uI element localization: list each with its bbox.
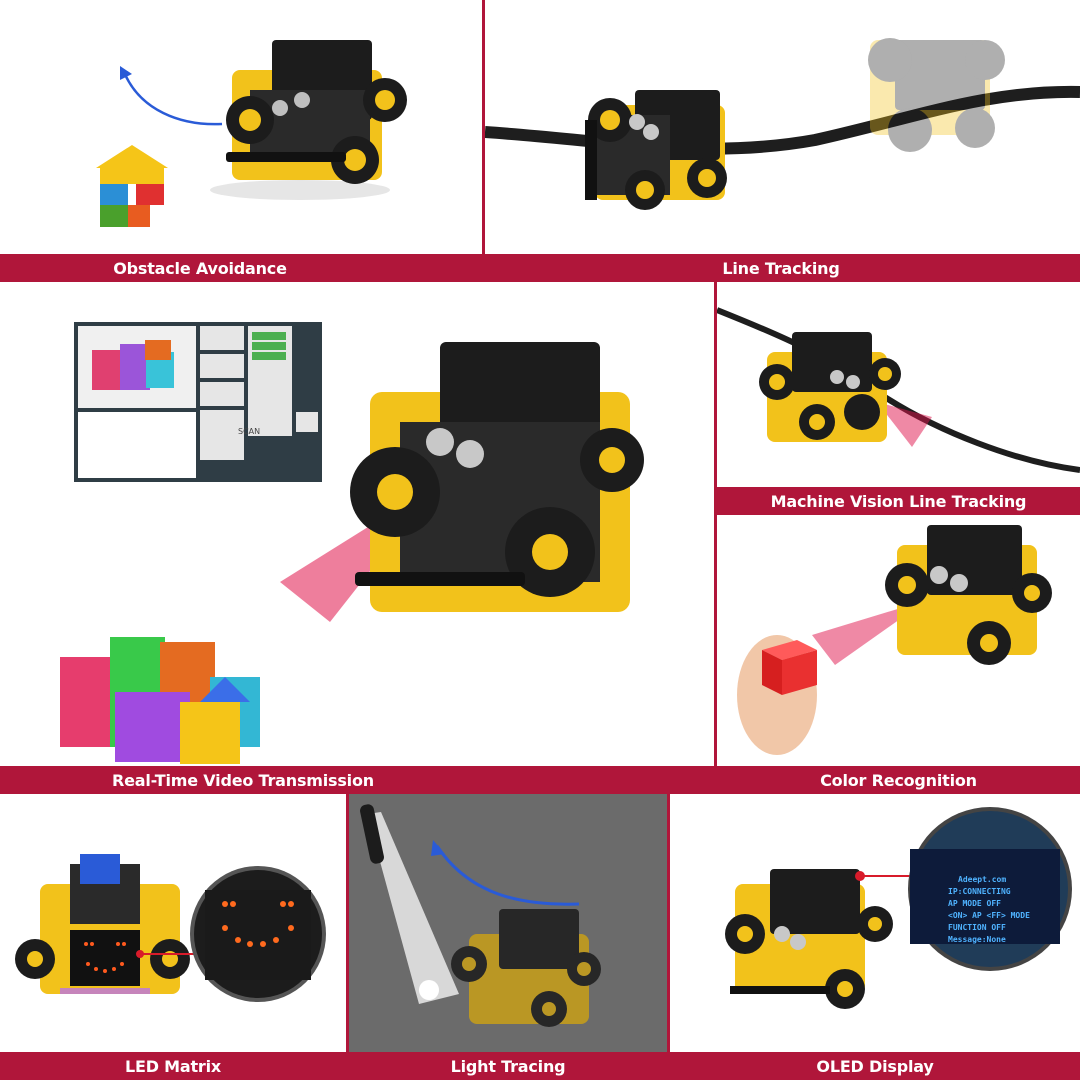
oled-line-4: <ON> AP <FF> MODE — [948, 911, 1030, 920]
label-machine-vision: Machine Vision Line Tracking — [717, 487, 1080, 515]
oled-line-5: FUNCTION OFF — [948, 923, 1006, 932]
divider-v-row2 — [714, 282, 717, 766]
robot-car — [585, 90, 727, 210]
oled-display-illustration: Adeept.com IP:CONNECTING AP MODE OFF <ON… — [725, 807, 1072, 1009]
panel-oled-display: Adeept.com IP:CONNECTING AP MODE OFF <ON… — [670, 794, 1080, 1052]
robot-car-ghost — [868, 38, 1005, 152]
panel-light-tracing — [349, 794, 667, 1052]
bar-fill-2 — [486, 766, 717, 794]
label-obstacle-avoidance: Obstacle Avoidance — [0, 254, 400, 282]
led-face-small — [84, 942, 126, 973]
machine-vision-illustration — [717, 307, 1080, 473]
video-web-ui — [74, 322, 322, 482]
oled-zoom — [908, 807, 1072, 971]
toy-blocks — [96, 145, 168, 227]
panel-led-matrix — [0, 794, 346, 1052]
led-matrix-illustration — [15, 854, 326, 1002]
robot-car — [725, 869, 893, 1009]
obstacle-avoidance-illustration — [96, 40, 407, 227]
divider-v-row3a — [346, 794, 349, 1052]
red-cube-in-hand — [737, 635, 817, 755]
line-tracking-illustration — [485, 38, 1080, 210]
label-color-recognition: Color Recognition — [717, 766, 1080, 794]
color-recognition-illustration — [737, 525, 1052, 755]
oled-line-6: Message:None — [948, 935, 1006, 944]
label-realtime-video: Real-Time Video Transmission — [0, 766, 486, 794]
label-led-matrix: LED Matrix — [0, 1052, 346, 1080]
light-tracing-illustration — [360, 804, 601, 1027]
label-oled-display: OLED Display — [670, 1052, 1080, 1080]
panel-obstacle-avoidance — [0, 0, 482, 254]
divider-v-row1 — [482, 0, 485, 254]
robot-car — [451, 909, 601, 1027]
divider-v-row3b — [667, 794, 670, 1052]
oled-line-3: AP MODE OFF — [948, 899, 1001, 908]
robot-car — [759, 332, 901, 442]
led-matrix-zoom — [190, 866, 326, 1002]
label-line-tracking: Line Tracking — [482, 254, 1080, 282]
panel-machine-vision — [717, 282, 1080, 487]
realtime-video-illustration: SCAN — [60, 322, 644, 764]
buildings-illustration — [60, 637, 260, 764]
panel-color-recognition — [717, 515, 1080, 766]
robot-car — [885, 525, 1052, 665]
oled-line-1: Adeept.com — [958, 875, 1006, 884]
robot-car — [210, 40, 407, 200]
oled-line-2: IP:CONNECTING — [948, 887, 1011, 896]
panel-line-tracking — [485, 0, 1080, 254]
bar-gap-2 — [667, 1052, 670, 1080]
robot-car — [15, 854, 190, 994]
label-light-tracing: Light Tracing — [349, 1052, 667, 1080]
scan-label: SCAN — [238, 427, 260, 436]
panel-realtime-video: SCAN — [0, 282, 714, 766]
bar-fill-1 — [400, 254, 482, 282]
bar-gap-1 — [346, 1052, 349, 1080]
robot-car — [350, 342, 644, 612]
